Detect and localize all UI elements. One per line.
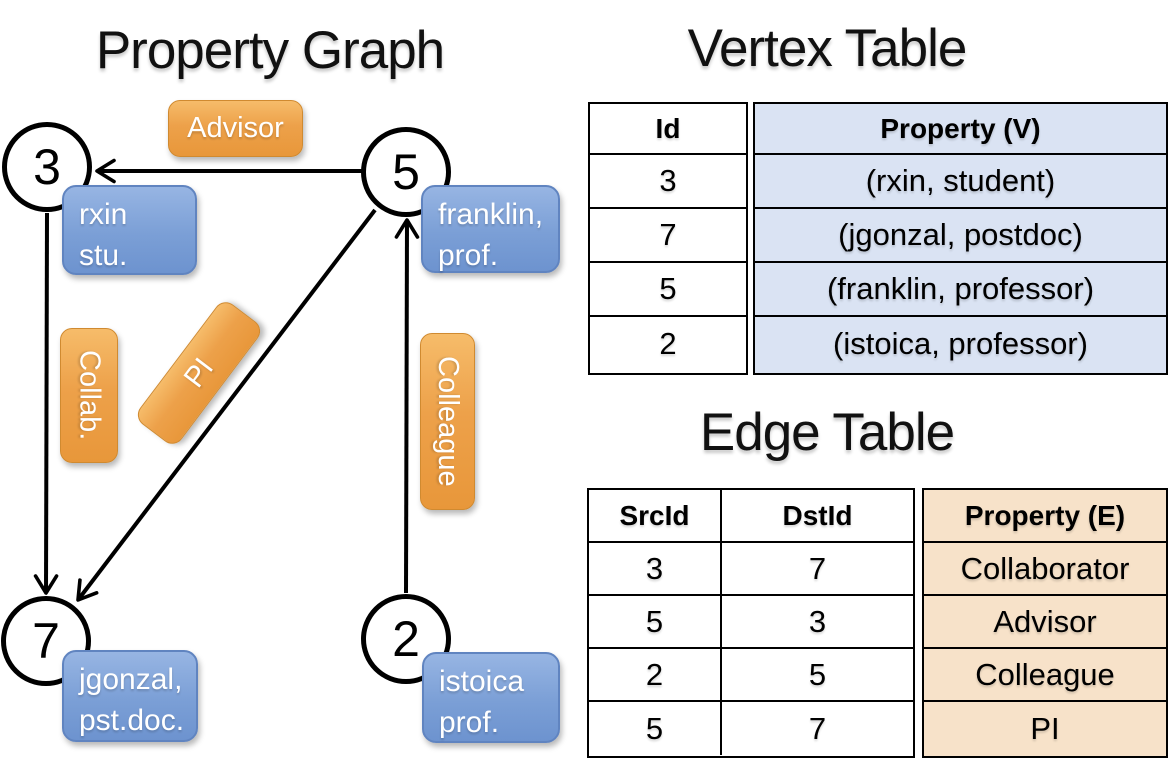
table-row: 7 [590,209,746,263]
edge-colleague-arrow [394,218,420,594]
edge-table-srcid-header: SrcId [589,490,722,541]
srcid-cell: 3 [589,543,722,594]
vertex-property-line1: jgonzal, [79,663,183,696]
edge-table-property-column: Property (E) Collaborator Advisor Collea… [922,488,1168,758]
table-row: PI [1030,710,1060,746]
vertex-property-line1: rxin [79,198,128,231]
edge-label-advisor: Advisor [168,100,303,157]
dstid-cell: 5 [808,656,827,692]
edge-collab-arrow [33,212,59,595]
dstid-cell: 7 [808,550,827,586]
edge-table-id-columns: SrcId DstId 3 7 5 3 2 5 5 7 [587,488,915,758]
table-row: 3 [590,155,746,209]
vertex-table-property-column: Property (V) (rxin, student) (jgonzal, p… [753,102,1168,375]
edge-table-title: Edge Table [699,403,955,462]
table-row: Colleague [924,649,1166,702]
table-row: 5 7 [589,702,913,755]
dstid-cell: 7 [808,710,827,746]
srcid-cell: 2 [589,649,722,700]
vertex-table-property-header: Property (V) [755,104,1166,155]
table-row: (rxin, student) [755,155,1166,209]
table-row: 5 [590,263,746,317]
vertex-table-id-column: Id 3 7 5 2 [588,102,748,375]
graph-node-3: 3 [2,122,92,212]
vertex-property-box-franklin: franklin, prof. [421,185,560,273]
edge-label-collab: Collab. [60,328,118,463]
edge-table-property-header: Property (E) [924,490,1166,543]
vertex-table-id-header: Id [590,104,746,155]
table-row: 5 3 [589,596,913,649]
table-row: 2 [659,326,677,361]
node-id-label: 7 [32,613,60,669]
node-id-label: 2 [392,611,420,667]
vertex-property-line2: prof. [438,239,499,273]
edge-table-header-row: SrcId DstId [589,490,913,543]
vertex-property-line2: prof. [439,706,500,740]
vertex-property-line1: franklin, [438,198,544,231]
vertex-property-line2: stu. [79,239,128,273]
property-graph-title: Property Graph [95,21,445,80]
srcid-cell: 5 [589,596,722,647]
vertex-property-box-istoica: istoica prof. [422,652,560,743]
edge-pi-arrow [76,208,377,602]
vertex-table-title: Vertex Table [687,19,968,78]
table-row: (franklin, professor) [755,263,1166,317]
table-row: 2 5 [589,649,913,702]
vertex-property-line1: istoica [439,665,525,698]
table-row: (istoica, professor) [833,326,1088,361]
table-row: Collaborator [924,543,1166,596]
vertex-property-box-rxin: rxin stu. [62,185,197,275]
table-row: (jgonzal, postdoc) [755,209,1166,263]
vertex-property-box-jgonzal: jgonzal, pst.doc. [62,650,198,742]
dstid-cell: 3 [808,603,827,639]
node-id-label: 3 [33,139,61,195]
table-row: 3 7 [589,543,913,596]
edge-label-colleague: Colleague [420,333,475,510]
node-id-label: 5 [392,144,420,200]
srcid-cell: 5 [589,702,722,755]
table-row: Advisor [924,596,1166,649]
edge-table-dstid-header: DstId [782,499,853,531]
vertex-property-line2: pst.doc. [79,704,185,738]
